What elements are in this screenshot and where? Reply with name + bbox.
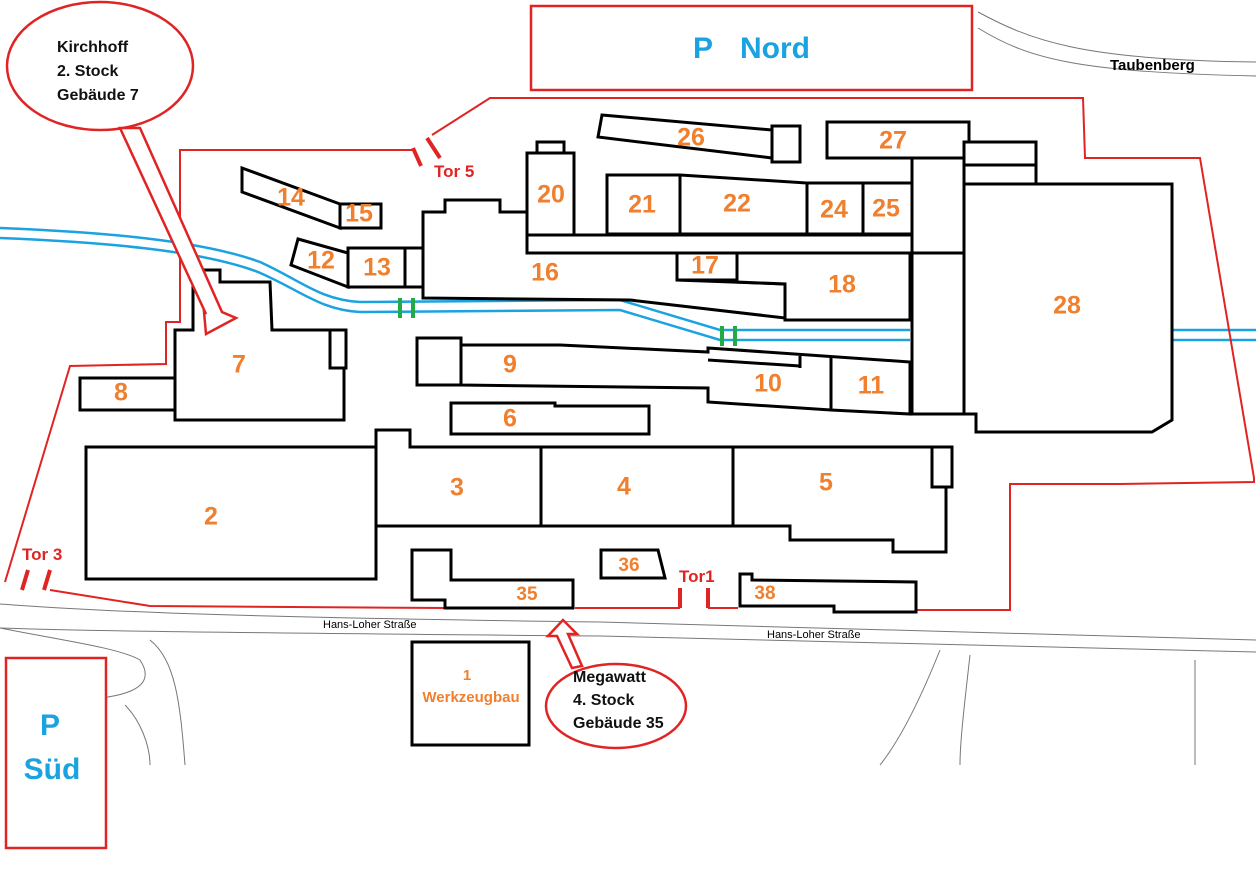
label-b13: 13: [363, 254, 391, 282]
label-b8: 8: [114, 379, 128, 407]
megawatt-line1: Megawatt: [573, 669, 647, 686]
building-28[interactable]: [962, 182, 1174, 434]
label-b21: 21: [628, 191, 656, 219]
megawatt-line3: Gebäude 35: [573, 715, 664, 732]
building-connector: [910, 156, 966, 416]
callout-megawatt: Megawatt 4. Stock Gebäude 35: [544, 618, 688, 750]
label-b20: 20: [537, 181, 565, 209]
kirchhoff-line2: 2. Stock: [57, 63, 118, 80]
parking-south-label: Süd: [24, 753, 81, 786]
label-b1-name: Werkzeugbau: [422, 689, 519, 706]
building-2[interactable]: [84, 445, 378, 581]
parking-north-label: Nord: [740, 32, 810, 65]
parking-south-box[interactable]: [4, 656, 108, 850]
gate-markers: [20, 136, 710, 608]
gate-tor5: Tor 5: [434, 162, 474, 181]
roads: [0, 11, 1256, 766]
label-b11: 11: [858, 372, 885, 400]
label-b6: 6: [503, 405, 517, 433]
building-9-10-11[interactable]: [459, 343, 912, 416]
label-b4: 4: [617, 473, 631, 501]
gate-tor3: Tor 3: [22, 545, 62, 564]
label-b24: 24: [820, 196, 848, 224]
label-b27: 27: [879, 127, 907, 155]
label-b38: 38: [754, 583, 775, 604]
building-labels: 2 3 4 5 6 7 8 9 10 11 12 13 14 15 16 17 …: [114, 124, 1081, 706]
building-20[interactable]: [525, 151, 576, 237]
river: [0, 226, 1256, 342]
label-b12: 12: [307, 247, 335, 275]
label-b7: 7: [232, 351, 246, 379]
gate-tor1: Tor1: [679, 567, 715, 586]
building-36[interactable]: [599, 548, 667, 580]
parking-north-p: P: [693, 32, 713, 65]
label-b5: 5: [819, 469, 833, 497]
label-b2: 2: [204, 503, 218, 531]
label-b35: 35: [516, 584, 538, 605]
label-b25: 25: [872, 195, 900, 223]
site-boundary: [4, 97, 1255, 611]
label-b26: 26: [677, 124, 705, 152]
building-38[interactable]: [738, 572, 918, 614]
building-24-25[interactable]: [805, 181, 915, 236]
street-hans-loher-1: Hans-Loher Straße: [323, 619, 417, 631]
kirchhoff-line1: Kirchhoff: [57, 39, 129, 56]
label-b22: 22: [723, 190, 751, 218]
label-b36: 36: [618, 555, 639, 576]
label-b1-number: 1: [463, 667, 471, 684]
street-hans-loher-2: Hans-Loher Straße: [767, 629, 861, 641]
label-b18: 18: [828, 271, 856, 299]
building-27[interactable]: [825, 120, 971, 160]
building-15[interactable]: [338, 202, 383, 230]
parking-south-p: P: [40, 709, 60, 742]
label-b17: 17: [691, 252, 719, 280]
label-b10: 10: [754, 370, 782, 398]
building-35[interactable]: [410, 548, 575, 610]
buildings: [78, 113, 1174, 747]
callout-kirchhoff: Kirchhoff 2. Stock Gebäude 7: [5, 0, 239, 336]
building-9-annex: [415, 336, 463, 387]
megawatt-line2: 4. Stock: [573, 692, 634, 709]
building-3-4-5[interactable]: [374, 428, 948, 554]
building-1[interactable]: [410, 640, 531, 747]
label-b16: 16: [531, 259, 559, 287]
label-b15: 15: [345, 200, 373, 228]
megawatt-arrow: [545, 618, 584, 670]
kirchhoff-arrow: [118, 126, 239, 336]
label-b3: 3: [450, 474, 464, 502]
label-b28: 28: [1053, 292, 1081, 320]
bridges: [398, 298, 737, 346]
street-taubenberg: Taubenberg: [1110, 57, 1195, 74]
kirchhoff-line3: Gebäude 7: [57, 87, 139, 104]
building-8[interactable]: [78, 376, 177, 412]
parking-north-box[interactable]: [529, 4, 974, 92]
label-b14: 14: [277, 184, 305, 212]
label-b9: 9: [503, 351, 517, 379]
building-6[interactable]: [449, 401, 651, 436]
